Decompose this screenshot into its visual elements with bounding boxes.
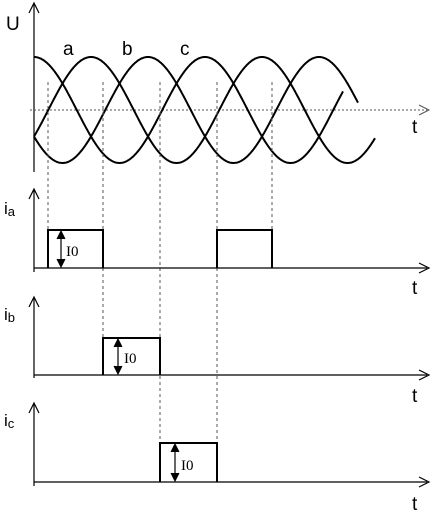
ia-amplitude-arrow-head-down	[56, 258, 66, 269]
phase-c-wave	[33, 56, 359, 164]
ib-amplitude-label: I0	[124, 351, 137, 367]
ib-pulse	[102, 337, 161, 375]
guide-lines	[47, 82, 273, 482]
voltage-axis-label: U	[6, 14, 20, 35]
ia-pulse-second	[216, 229, 273, 268]
phase-c-label: c	[180, 39, 190, 60]
voltage-x-axis-arrow	[418, 104, 431, 116]
current-panel-c: I0 ic t	[4, 401, 431, 515]
ia-time-label: t	[412, 278, 418, 299]
ib-y-axis-arrow	[28, 295, 40, 308]
ib-amplitude-arrow-head-up	[113, 337, 123, 348]
ia-amplitude-label: I0	[66, 244, 79, 260]
current-panel-b: I0 ib t	[4, 295, 431, 407]
ia-axis-label: ia	[4, 199, 16, 219]
ia-x-axis-arrow	[418, 262, 431, 274]
ib-amplitude-arrow-head-down	[113, 365, 123, 376]
phase-a-label: a	[63, 39, 74, 60]
ib-time-label: t	[412, 386, 418, 407]
ic-y-axis-arrow	[28, 401, 40, 414]
ic-x-axis-arrow	[418, 476, 431, 488]
current-panel-a: I0 ia t	[4, 187, 431, 299]
ic-time-label: t	[412, 494, 418, 515]
ic-amplitude-arrow-head-up	[170, 442, 180, 453]
voltage-y-axis-arrow	[28, 1, 40, 14]
phase-b-label: b	[122, 39, 133, 60]
ic-amplitude-label: I0	[181, 458, 194, 474]
voltage-time-label: t	[412, 117, 418, 138]
phase-a-wave	[34, 56, 344, 164]
ib-x-axis-arrow	[418, 369, 431, 381]
ic-amplitude-arrow-head-down	[170, 472, 180, 483]
ia-pulse-positive	[47, 229, 104, 268]
ic-axis-label: ic	[4, 411, 15, 431]
ia-amplitude-arrow-head-up	[56, 229, 66, 240]
voltage-panel: U t a b c	[6, 1, 431, 172]
ia-y-axis-arrow	[28, 187, 40, 200]
ic-pulse	[159, 442, 218, 482]
ib-axis-label: ib	[4, 305, 15, 325]
